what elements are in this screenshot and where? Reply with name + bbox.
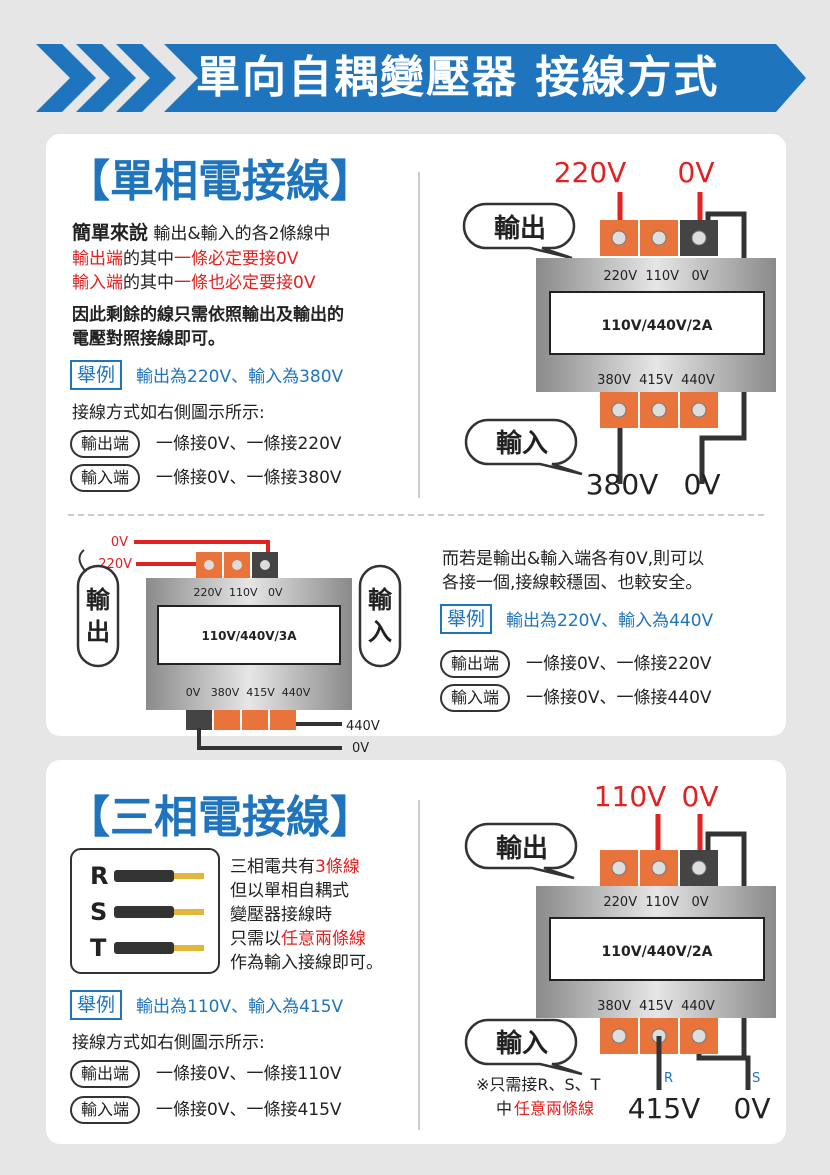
header-banner [36,44,806,112]
single-phase-card: 【單相電接線】 簡單來說 輸出&輸入的各2條線中 輸出端的其中一條必定要接0V … [46,134,786,756]
rule-output: 輸出端的其中一條必定要接0V [72,249,299,269]
input-wiring: 一條接0V、一條接440V [526,688,712,708]
example-tag: 舉例 [440,604,493,634]
svg-text:輸: 輸 [86,586,111,614]
output-bubble [462,202,576,260]
model-label: 110V/440V/3A [201,629,297,643]
divider [418,800,420,1130]
right-440v: 440V [346,719,380,734]
divider [418,172,420,498]
svg-text:T: T [90,934,107,962]
chevron-icon [116,44,176,112]
method-text: 接線方式如右側圖示所示: [72,403,265,423]
input-wiring: 一條接0V、一條接415V [156,1100,342,1120]
svg-text:R: R [90,862,108,890]
desc-line-2: 但以單相自耦式 [230,881,349,901]
top-voltage-2: 0V [682,780,719,813]
alt-line-1: 而若是輸出&輸入端各有0V,則可以 [442,549,705,569]
svg-text:220V 110V 0V: 220V 110V 0V [193,586,283,599]
top-voltage-2: 0V [678,156,715,189]
transformer-diagram-1: 220V 0V 輸出 220V 110V 0V 110V/440V/2A 380… [462,156,776,484]
section-title: 【單相電接線】 [66,156,374,207]
page-title: 單向自耦變壓器 接線方式 [196,52,720,103]
desc-line-1: 三相電共有3條線 [230,857,360,877]
output-bubble-label: 輸出 [494,213,546,244]
top-tap-labels: 220V 110V 0V [603,269,708,284]
output-pill: 輸出端 [70,430,141,458]
transformer-diagram-3: 110V 0V 輸出 220V 110V 0V 110V/440V/2A 380… [464,780,776,1125]
svg-text:輸: 輸 [368,586,393,614]
wire-r-label: R [664,1071,673,1086]
top-voltage-1: 110V [594,780,667,813]
right-0v: 0V [352,741,369,756]
output-wiring: 一條接0V、一條接110V [156,1064,342,1084]
input-bubble [464,1018,583,1076]
example-text: 輸出為220V、輸入為380V [136,367,344,387]
output-bubble [464,822,578,880]
note-line-2-b: 任意兩條線 [514,1099,594,1118]
rst-wires-illustration: R S T [70,848,220,974]
input-pill: 輸入端 [70,1096,141,1124]
bottom-voltage-2: 0V [684,468,721,501]
bottom-voltages-1: 380V 0V [586,468,721,501]
input-wiring: 一條接0V、一條接380V [156,468,342,488]
svg-text:輸入: 輸入 [496,1028,548,1059]
example-text: 輸出為110V、輸入為415V [136,997,344,1017]
title-bar [164,44,806,112]
input-bubble-label: 輸入 [496,428,548,459]
wire-s-label: S [752,1071,760,1086]
svg-text:出: 出 [86,618,110,646]
example-tag: 舉例 [70,360,123,390]
transformer-diagram-2: 0V 220V 輸 出 220V 110V 0V 110V/440V/3A 0V… [76,535,402,730]
diagram-2-bottom-wires: 440V 0V [197,719,380,756]
output-wiring: 一條接0V、一條接220V [156,434,342,454]
output-wiring: 一條接0V、一條接220V [526,654,712,674]
desc-line-3: 變壓器接線時 [230,905,332,925]
output-bubble [76,564,120,668]
svg-text:入: 入 [368,618,392,646]
input-bubble [358,564,402,668]
simple-line: 簡單來說 輸出&輸入的各2條線中 [72,222,331,244]
output-pill: 輸出端 [70,1060,141,1088]
output-pill: 輸出端 [440,650,511,678]
three-phase-card: 【三相電接線】 R S T 三相電共有3條線 但以單相自耦式 變壓器接線時 只需… [46,760,786,1144]
rule-summary-2: 電壓對照接線即可。 [72,329,225,349]
dashed-divider [68,514,764,516]
alt-line-2: 各接一個,接線較穩固、也較安全。 [442,573,703,593]
input-pill: 輸入端 [70,464,141,492]
input-pill: 輸入端 [440,684,511,712]
rule-input: 輸入端的其中一條也必定要接0V [72,273,316,293]
rule-summary-1: 因此剩餘的線只需依照輸出及輸出的 [72,305,344,325]
chevron-icon [76,44,136,112]
example-tag: 舉例 [70,990,123,1020]
note-line-2-a: 中 [496,1099,512,1118]
svg-text:0V 380V 415V 440V: 0V 380V 415V 440V [186,686,311,699]
note-line-1: ※只需接R、S、T [476,1075,601,1094]
svg-text:S: S [90,898,107,926]
model-label: 110V/440V/2A [602,318,713,334]
section-title: 【三相電接線】 [66,792,374,843]
svg-text:380V 415V 440V: 380V 415V 440V [597,999,715,1014]
bottom-voltage-1: 380V [586,468,659,501]
svg-text:輸出: 輸出 [496,833,548,864]
bottom-tap-labels: 380V 415V 440V [597,373,715,388]
top-voltage-1: 220V [554,156,627,189]
desc-line-5: 作為輸入接線即可。 [230,953,383,973]
left-0v: 0V [111,535,128,550]
chevron-icon [36,44,96,112]
model-label: 110V/440V/2A [602,944,713,960]
example-text: 輸出為220V、輸入為440V [506,611,714,631]
bottom-voltage-1: 415V [628,1092,701,1125]
input-bubble [464,418,583,476]
desc-line-4: 只需以任意兩條線 [230,929,366,949]
bottom-voltage-2: 0V [734,1092,771,1125]
svg-text:220V 110V 0V: 220V 110V 0V [603,895,708,910]
method-text: 接線方式如右側圖示所示: [72,1033,265,1053]
